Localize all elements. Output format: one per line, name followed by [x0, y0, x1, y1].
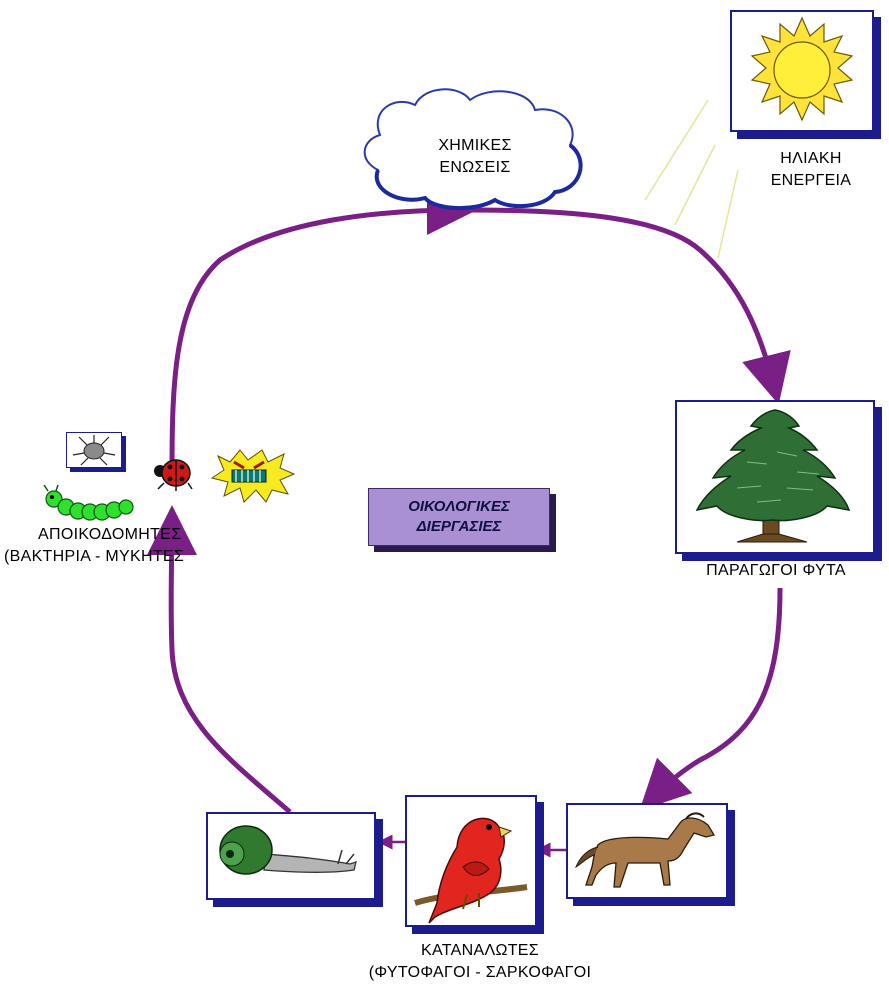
producers-panel — [675, 400, 875, 554]
mould-panel — [66, 432, 122, 468]
arrow-snail-to-decomposers — [146, 505, 292, 814]
snail-icon — [219, 825, 357, 875]
arrow-producers-to-consumers — [639, 587, 783, 811]
sun-label: ΗΛΙΑΚΗ ΕΝΕΡΓΕΙΑ — [736, 148, 886, 192]
sun-rays — [644, 99, 739, 259]
sun-label-line2: ΕΝΕΡΓΕΙΑ — [770, 172, 852, 189]
consumers-label-line1: ΚΑΤΑΝΑΛΩΤΕΣ — [421, 942, 539, 959]
decomposers-label-line1: ΑΠΟΙΚΟΔΟΜΗΤΕΣ — [38, 526, 182, 543]
center-title-box: ΟΙΚΟΛΟΓΙΚΕΣ ΔΙΕΡΓΑΣΙΕΣ — [368, 488, 550, 546]
arrow-decomposers-to-cloud — [169, 185, 477, 471]
bacteria-icon — [210, 449, 296, 503]
ladybug-icon — [154, 459, 193, 491]
bird-icon — [414, 817, 528, 924]
arrow-cloud-to-producers — [467, 207, 791, 405]
sun-label-line1: ΗΛΙΑΚΗ — [780, 150, 842, 167]
sun-panel — [730, 10, 874, 132]
snail-panel — [206, 812, 376, 900]
bird-panel — [405, 795, 537, 927]
tree-icon — [695, 409, 851, 543]
cloud-label-line1: ΧΗΜΙΚΕΣ — [438, 137, 512, 154]
caterpillar-icon — [43, 485, 134, 521]
mould-icon — [72, 435, 116, 466]
cloud-label: ΧΗΜΙΚΕΣ ΕΝΩΣΕΙΣ — [405, 135, 545, 179]
consumers-label: ΚΑΤΑΝΑΛΩΤΕΣ (ΦΥΤΟΦΑΓΟΙ - ΣΑΡΚΟΦΑΓΟΙ — [330, 940, 630, 984]
decomposers-label-line2: (ΒΑΚΤΗΡΙΑ - ΜΥΚΗΤΕΣ — [4, 548, 185, 565]
center-title-line2: ΔΙΕΡΓΑΣΙΕΣ — [416, 518, 502, 535]
center-title-line1: ΟΙΚΟΛΟΓΙΚΕΣ — [408, 498, 510, 515]
horse-panel — [566, 803, 728, 899]
sun-icon — [750, 16, 854, 122]
consumers-label-line2: (ΦΥΤΟΦΑΓΟΙ - ΣΑΡΚΟΦΑΓΟΙ — [368, 964, 592, 981]
cloud-shape — [363, 88, 583, 211]
producers-label: ΠΑΡΑΓΩΓΟΙ ΦΥΤΑ — [706, 562, 846, 579]
cloud-label-line2: ΕΝΩΣΕΙΣ — [439, 159, 511, 176]
decomposers-label: ΑΠΟΙΚΟΔΟΜΗΤΕΣ (ΒΑΚΤΗΡΙΑ - ΜΥΚΗΤΕΣ — [0, 524, 290, 568]
horse-icon — [574, 812, 716, 888]
